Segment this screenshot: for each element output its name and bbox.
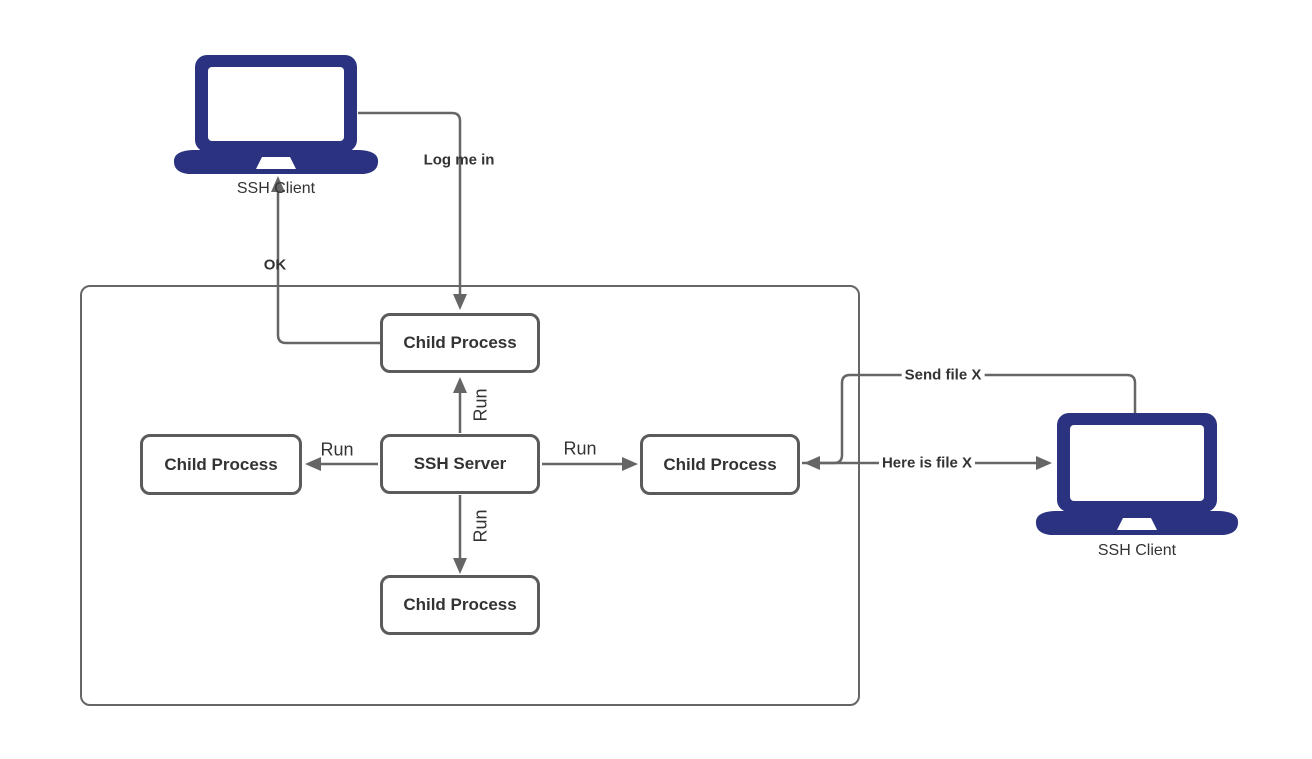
edge-label-run-right: Run xyxy=(563,438,597,459)
node-child-process-left: Child Process xyxy=(140,434,302,495)
node-child-process-bottom: Child Process xyxy=(380,575,540,635)
laptop-notch xyxy=(1117,518,1157,530)
run-down-arrowhead xyxy=(453,558,467,574)
edge-label-run-up: Run xyxy=(470,388,491,422)
edge-label-run-down: Run xyxy=(470,509,491,543)
edge-label-log-me-in: Log me in xyxy=(423,151,495,169)
node-child-process-right: Child Process xyxy=(640,434,800,495)
node-ssh-server: SSH Server xyxy=(380,434,540,494)
edge-label-run-left: Run xyxy=(320,439,354,460)
server-boundary-box xyxy=(80,285,860,706)
laptop-icon-right xyxy=(1035,413,1239,535)
ok-arrowhead xyxy=(271,176,285,192)
here-is-file-arrowhead xyxy=(1036,456,1052,470)
label-ssh-client-left: SSH Client xyxy=(236,180,316,197)
edge-label-send-file: Send file X xyxy=(901,366,985,384)
label-ssh-client-right: SSH Client xyxy=(1097,542,1177,559)
edge-label-here-is-file: Here is file X xyxy=(878,454,976,472)
laptop-screen xyxy=(1070,425,1204,501)
log-me-in-arrowhead xyxy=(453,294,467,310)
edge-label-ok: OK xyxy=(263,256,287,274)
run-up-arrowhead xyxy=(453,377,467,393)
laptop-icon-left xyxy=(173,55,379,174)
run-left-arrowhead xyxy=(305,457,321,471)
laptop-screen xyxy=(208,67,344,141)
node-child-process-top: Child Process xyxy=(380,313,540,373)
send-file-line xyxy=(820,373,1137,465)
run-right-arrowhead xyxy=(622,457,638,471)
log-me-in-line xyxy=(358,111,462,296)
laptop-notch xyxy=(256,157,296,169)
ok-line xyxy=(276,191,380,345)
